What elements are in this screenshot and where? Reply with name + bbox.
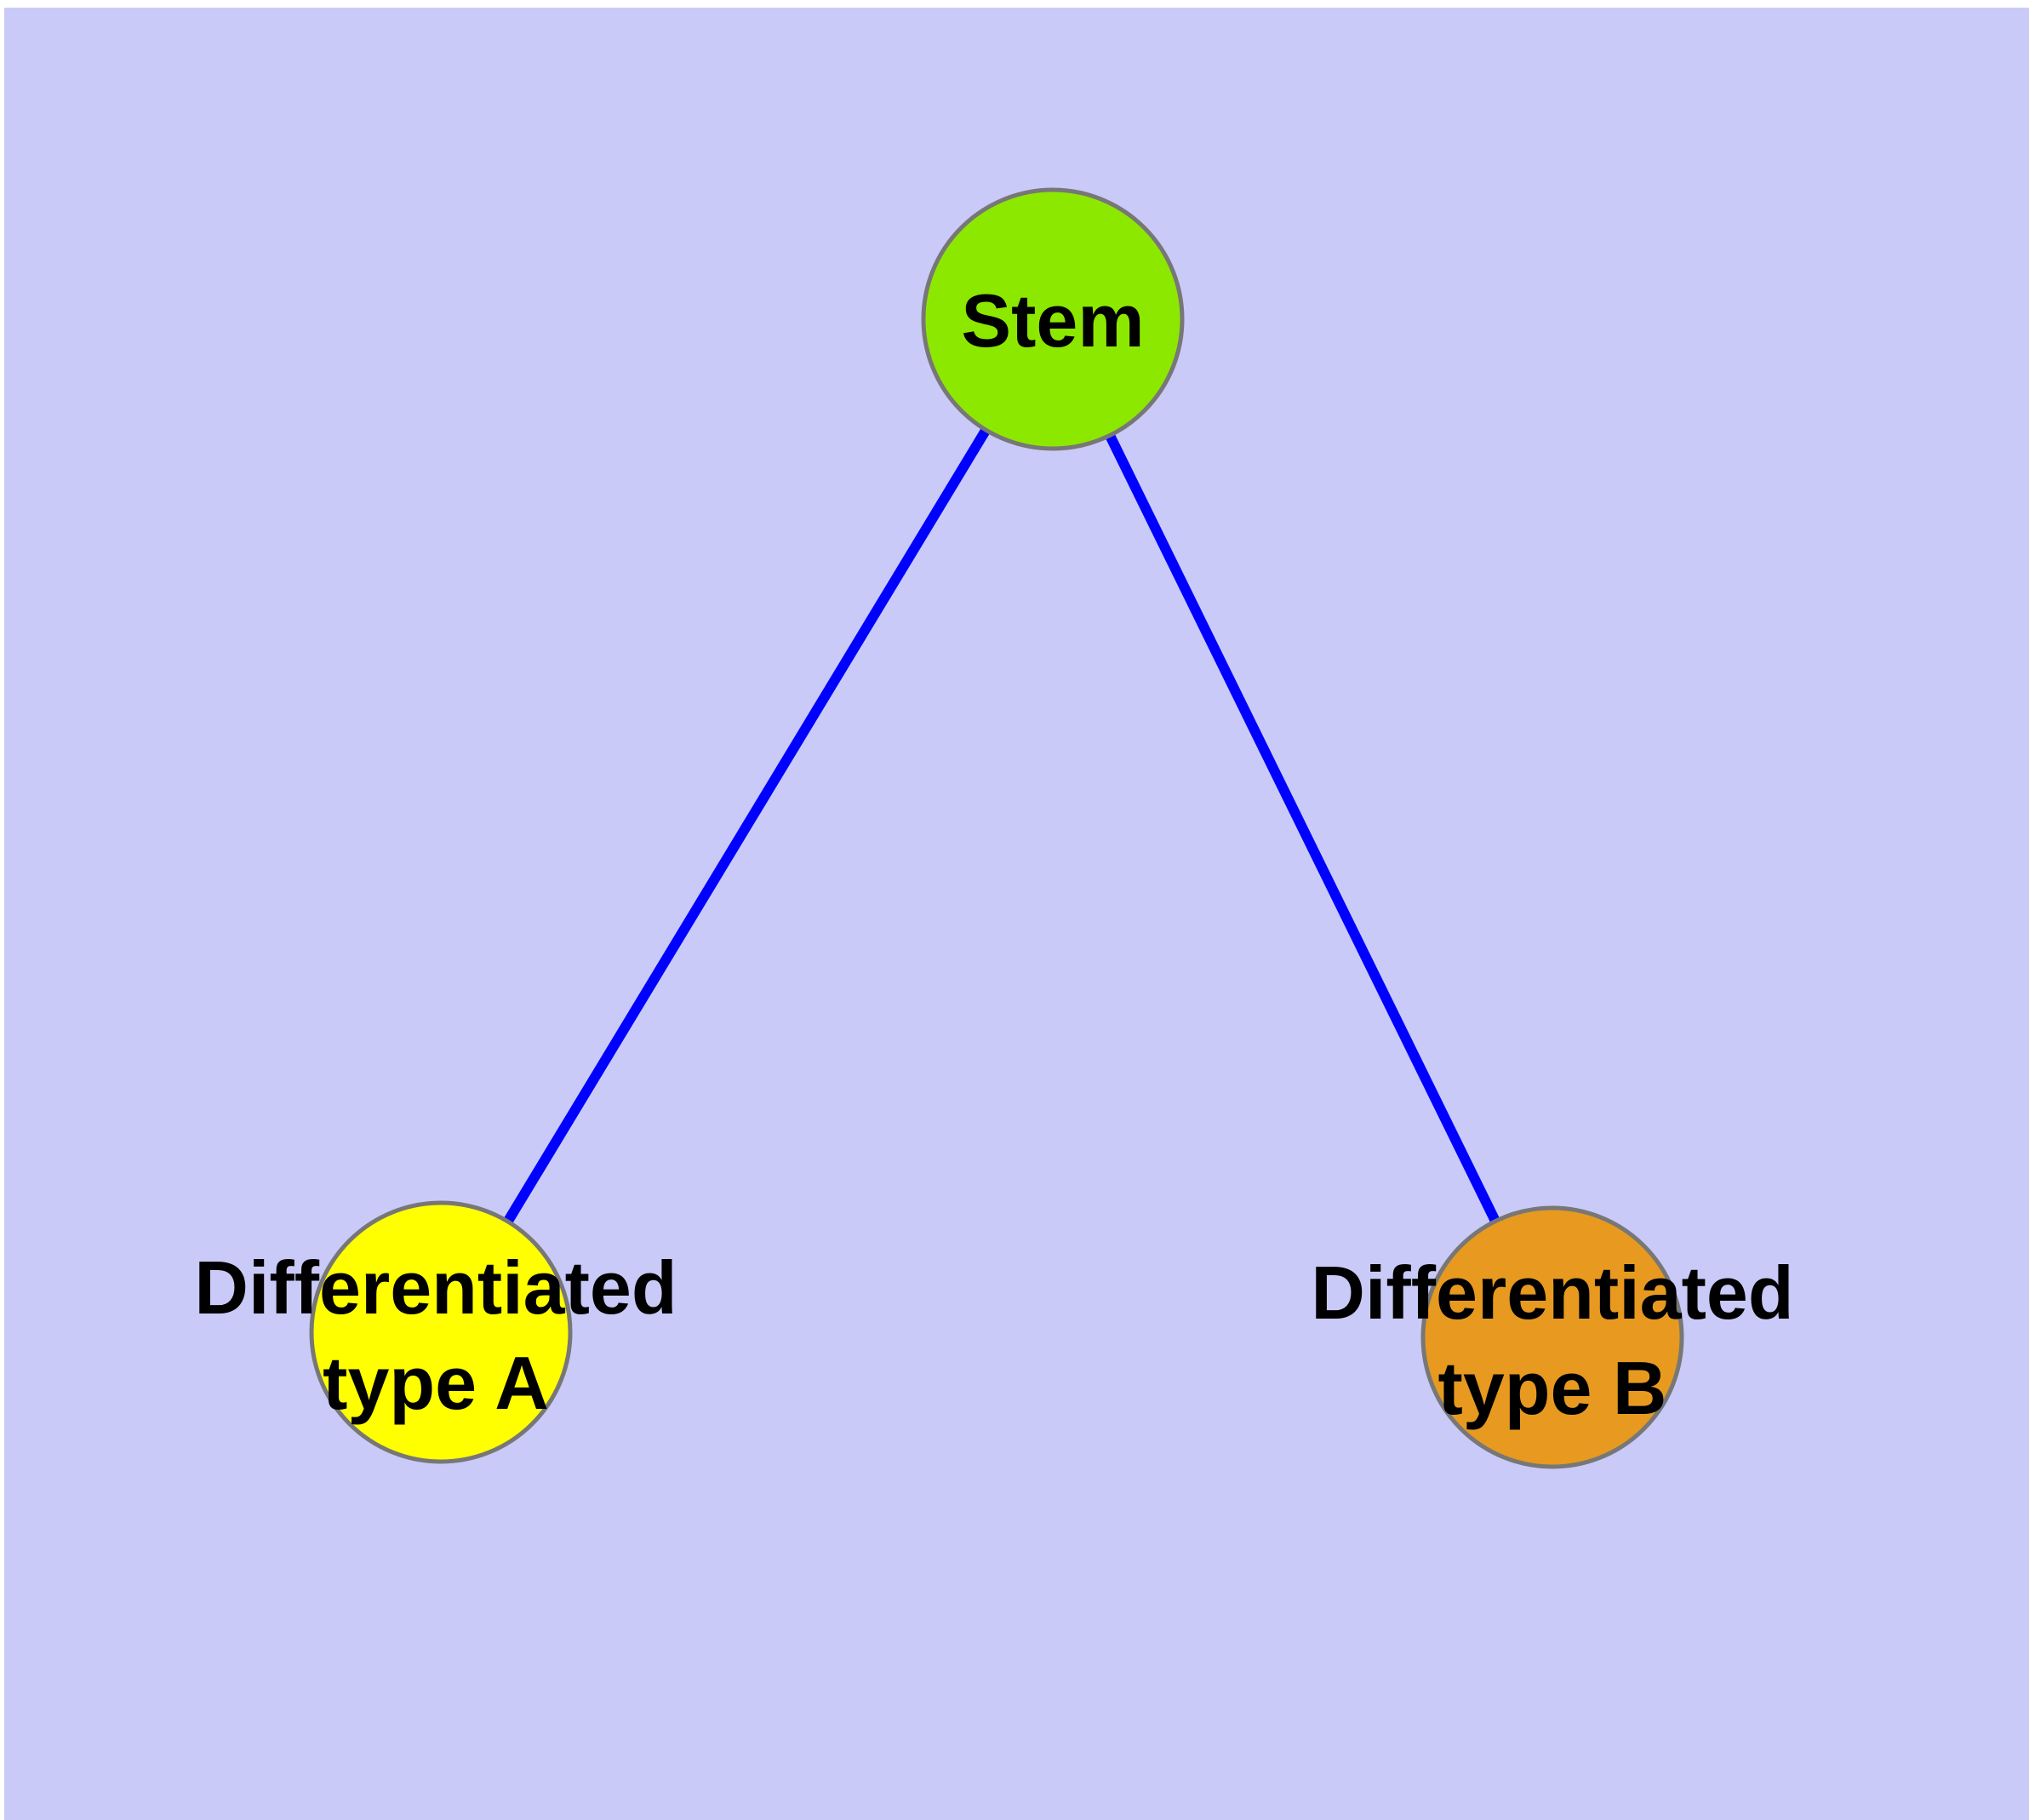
- node-type-b-label-line2: type B: [1438, 1346, 1667, 1430]
- node-differentiated-type-a: [309, 1200, 573, 1464]
- node-type-b-label-line1: Differentiated: [1311, 1251, 1793, 1335]
- node-stem: [921, 187, 1185, 451]
- node-stem-label: Stem: [961, 278, 1144, 363]
- node-differentiated-type-b: [1420, 1205, 1684, 1469]
- edge-stem-to-type-a: [436, 316, 1058, 1336]
- node-type-a-label-line2: type A: [323, 1341, 549, 1425]
- edge-stem-to-type-b: [1048, 317, 1557, 1340]
- node-type-a-label-line1: Differentiated: [194, 1245, 677, 1330]
